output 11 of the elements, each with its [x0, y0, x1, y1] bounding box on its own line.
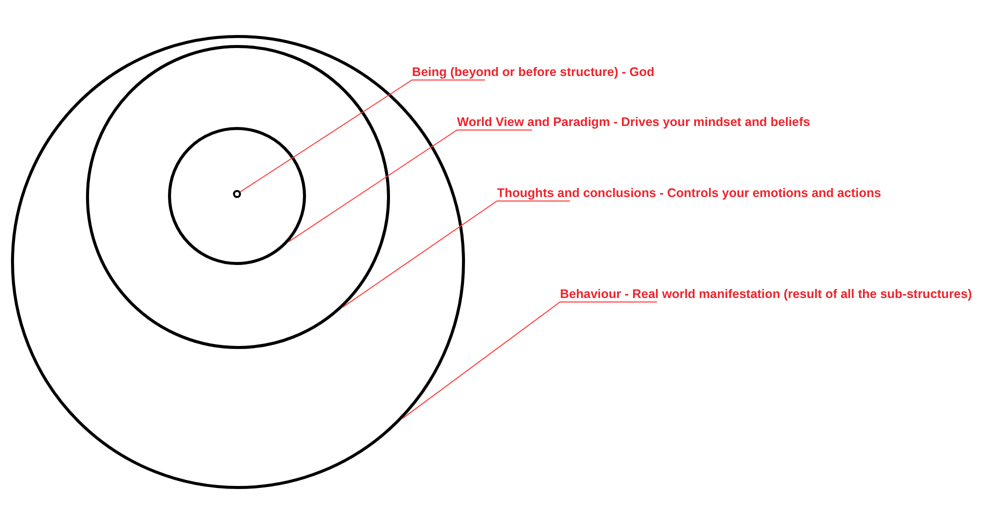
callout-label: World View and Paradigm - Drives your mindset and beliefs — [457, 115, 810, 130]
center-dot — [233, 190, 241, 198]
leader-line — [240, 80, 486, 192]
callout-label: Being (beyond or before structure) - God — [412, 65, 654, 80]
leader-line — [288, 130, 532, 242]
circle-outline — [168, 127, 306, 265]
callout-label: Behaviour - Real world manifestation (result of all the sub-structures) — [560, 287, 972, 302]
circle-outline — [86, 45, 390, 349]
leader-line — [342, 200, 570, 308]
callout-label: Thoughts and conclusions - Controls your emotions and actions — [497, 186, 882, 201]
leader-line — [402, 302, 658, 420]
